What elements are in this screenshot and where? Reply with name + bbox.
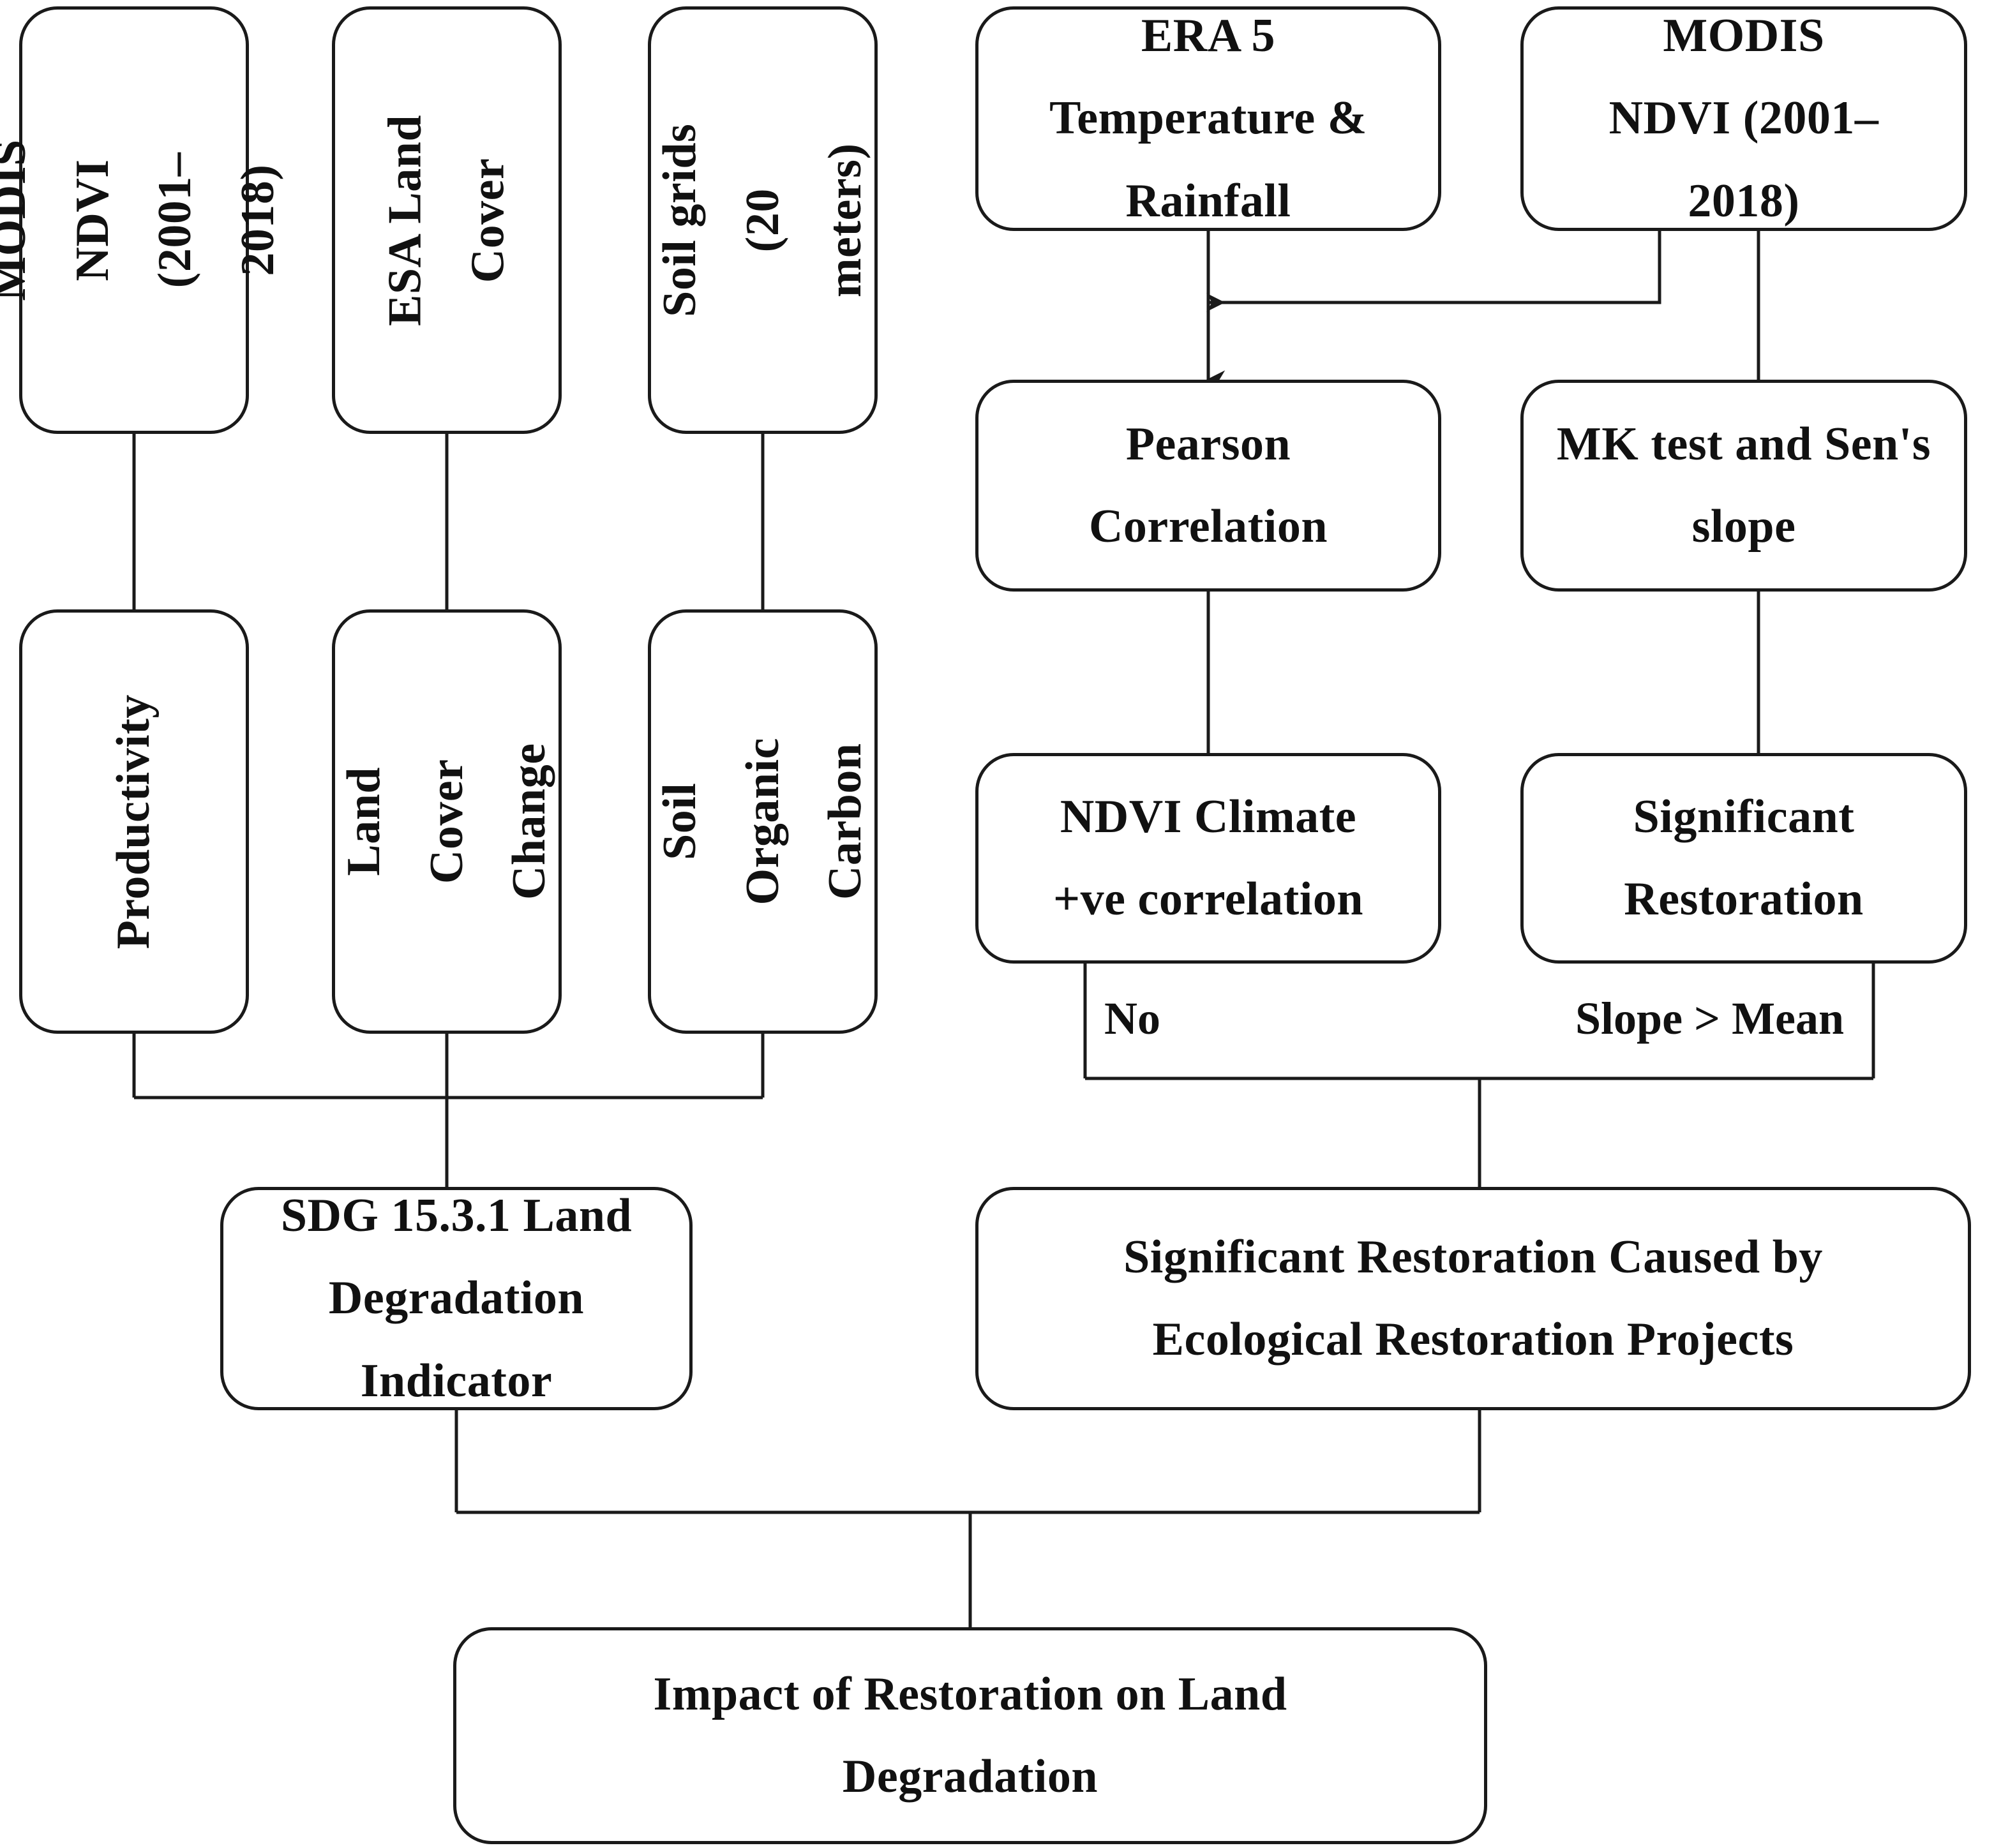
node-label-impact-of-restoration: Impact of Restoration on Land Degradatio…: [653, 1667, 1287, 1803]
node-label-pearson-correlation: Pearson Correlation: [1088, 417, 1328, 553]
node-soil-grids: Soil grids (20 meters): [648, 6, 878, 434]
edge-label-no-label: No: [1104, 993, 1160, 1044]
node-label-land-cover-change: Land Cover Change: [337, 743, 555, 900]
node-label-significant-restoration-caused: Significant Restoration Caused by Ecolog…: [1123, 1230, 1823, 1366]
node-productivity: Productivity: [19, 609, 249, 1034]
node-label-soil-organic-carbon: Soil Organic Carbon: [653, 738, 871, 905]
node-modis-ndvi-right: MODIS NDVI (2001– 2018): [1520, 6, 1967, 231]
node-land-cover-change: Land Cover Change: [332, 609, 562, 1034]
node-label-ndvi-climate-pos-corr: NDVI Climate +ve correlation: [1053, 790, 1363, 926]
node-ndvi-climate-pos-corr: NDVI Climate +ve correlation: [975, 753, 1441, 964]
node-era5: ERA 5 Temperature & Rainfall: [975, 6, 1441, 231]
node-label-modis-ndvi-left: MODIS NDVI (2001–2018): [0, 139, 284, 301]
node-impact-of-restoration: Impact of Restoration on Land Degradatio…: [453, 1627, 1487, 1844]
node-label-mk-test-sens-slope: MK test and Sen's slope: [1556, 417, 1931, 553]
node-label-sdg-indicator: SDG 15.3.1 Land Degradation Indicator: [280, 1189, 633, 1407]
node-mk-test-sens-slope: MK test and Sen's slope: [1520, 380, 1967, 592]
node-sdg-indicator: SDG 15.3.1 Land Degradation Indicator: [220, 1187, 693, 1410]
node-significant-restoration-caused: Significant Restoration Caused by Ecolog…: [975, 1187, 1971, 1410]
node-modis-ndvi-left: MODIS NDVI (2001–2018): [0, 6, 284, 434]
node-label-esa-land-cover: ESA Land Cover: [379, 114, 514, 326]
node-esa-land-cover: ESA Land Cover: [332, 6, 562, 434]
node-pearson-correlation: Pearson Correlation: [975, 380, 1441, 592]
node-label-productivity: Productivity: [107, 694, 160, 950]
node-label-era5: ERA 5 Temperature & Rainfall: [1049, 9, 1367, 227]
node-label-modis-ndvi-right: MODIS NDVI (2001– 2018): [1608, 9, 1879, 227]
node-label-significant-restoration: Significant Restoration: [1624, 790, 1864, 926]
node-significant-restoration: Significant Restoration: [1520, 753, 1967, 964]
edge-label-slope-mean-label: Slope > Mean: [1575, 993, 1845, 1044]
node-soil-organic-carbon: Soil Organic Carbon: [648, 609, 878, 1034]
node-label-soil-grids: Soil grids (20 meters): [653, 123, 871, 317]
